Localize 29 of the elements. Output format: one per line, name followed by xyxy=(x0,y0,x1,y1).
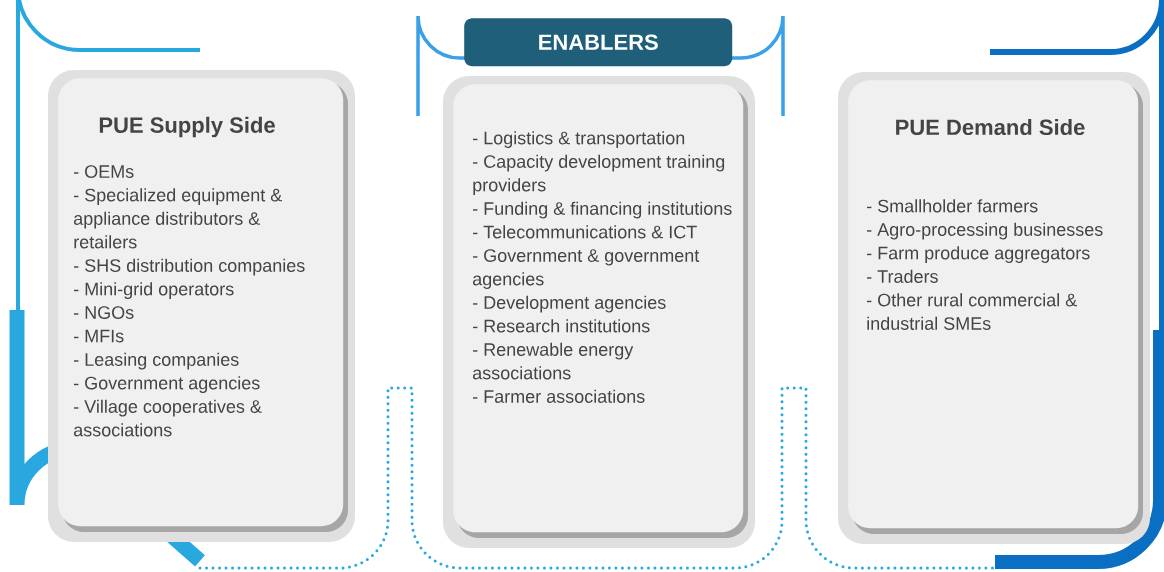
card-heading: PUE Demand Side xyxy=(896,118,1085,136)
list-item: - Leasing companies xyxy=(74,352,239,370)
card xyxy=(48,70,355,542)
list-item: - Farm produce aggregators xyxy=(867,246,1090,263)
list-item: - Capacity development training providers xyxy=(473,154,725,195)
list-item: - SHS distribution companies xyxy=(74,258,305,276)
title-banner: ENABLERS xyxy=(464,18,733,67)
list-item: - Research institutions xyxy=(473,319,650,333)
card-heading: PUE Supply Side xyxy=(99,116,275,138)
list-item: - Renewable energy associations xyxy=(473,342,634,380)
list-item: - Village cooperatives & associations xyxy=(74,399,262,437)
list-item: - Farmer associations xyxy=(473,389,645,403)
list-item: - Telecommunications & ICT xyxy=(473,225,697,239)
list-item: - Government & government agencies xyxy=(473,249,700,289)
list-item: - Funding & financing institutions xyxy=(473,201,732,219)
list-item: - Logistics & transportation xyxy=(473,131,685,148)
list-item: - Specialized equipment & appliance distributors & retailers xyxy=(74,188,282,249)
list-item: - OEMs xyxy=(74,165,134,178)
list-item: - Traders xyxy=(867,269,938,283)
list-item: - NGOs xyxy=(74,306,134,319)
list-item: - Other rural commercial & industrial SMEs xyxy=(867,293,1077,330)
card xyxy=(443,76,755,548)
list-item: - MFIs xyxy=(74,329,124,343)
list-item: - Agro-processing businesses xyxy=(867,222,1103,240)
list-item: - Government agencies xyxy=(74,376,260,393)
list-item: - Smallholder farmers xyxy=(867,199,1038,213)
card xyxy=(838,72,1150,544)
list-item: - Development agencies xyxy=(473,295,666,313)
list-item: - Mini-grid operators xyxy=(74,282,234,299)
